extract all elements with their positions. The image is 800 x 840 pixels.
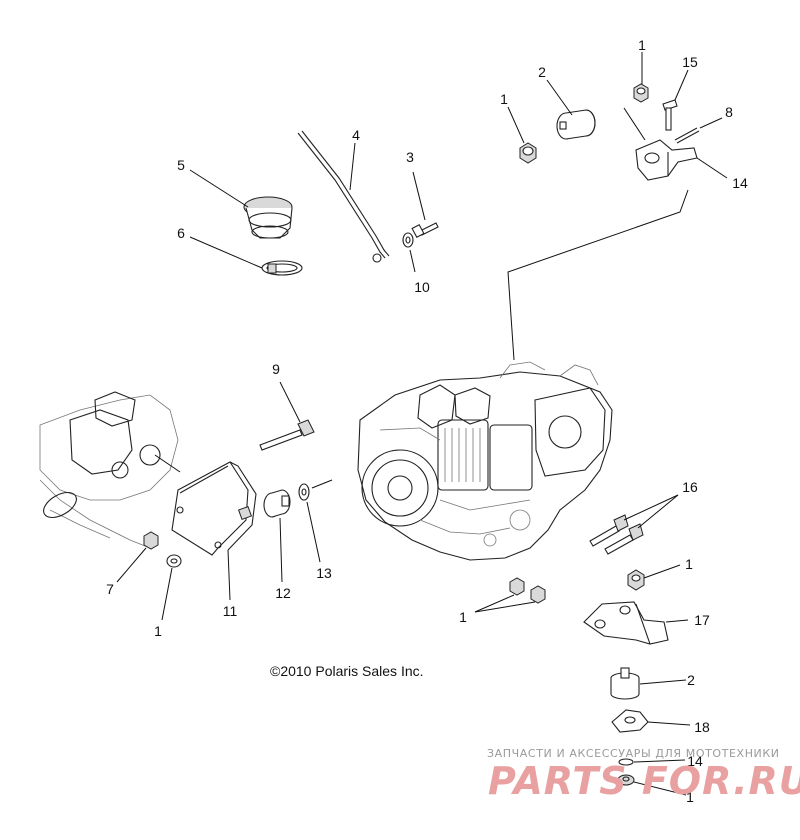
callout-1-bottom: 1 <box>686 789 694 805</box>
watermark-logo: PARTS FOR.RU <box>488 759 800 803</box>
callout-11: 11 <box>223 603 238 619</box>
leader-16b <box>637 494 679 529</box>
callout-4: 4 <box>352 127 360 143</box>
leader-14a <box>696 157 728 179</box>
engine-assembly <box>357 361 613 561</box>
part-2-mount-bottom <box>610 667 640 700</box>
callout-3: 3 <box>406 149 414 165</box>
leader-1d <box>161 567 173 621</box>
leader-15 <box>674 69 689 101</box>
leader-13 <box>306 501 321 563</box>
part-1-nut-top-left <box>519 142 537 164</box>
leader-7 <box>116 547 147 583</box>
part-11-bracket <box>171 461 257 556</box>
leader-1a <box>507 106 525 144</box>
leader-14a-line <box>623 107 646 141</box>
callout-8: 8 <box>725 104 733 120</box>
part-1-washer-bottom <box>617 774 635 786</box>
part-7-nut <box>143 531 159 550</box>
leader-2a <box>546 79 573 116</box>
callout-2-top: 2 <box>538 64 546 80</box>
leader-1c <box>643 564 681 579</box>
leader-1f <box>633 781 687 796</box>
watermark: ЗАПЧАСТИ И АКСЕССУАРЫ ДЛЯ МОТОТЕХНИКИ PA… <box>487 747 800 803</box>
part-5-boot <box>243 196 293 239</box>
callout-9: 9 <box>272 361 280 377</box>
callout-17: 17 <box>694 612 710 628</box>
part-1-nut-top-right <box>633 83 649 103</box>
leader-11 <box>227 549 231 601</box>
leader-18 <box>647 721 691 726</box>
callout-1-center: 1 <box>459 609 467 625</box>
part-8-pin <box>674 127 700 144</box>
part-2-mount-top <box>556 109 596 140</box>
part-18-bracket <box>611 709 649 733</box>
leader-14b <box>633 759 686 763</box>
part-16-bolts <box>589 514 644 555</box>
callout-1-right: 1 <box>685 556 693 572</box>
leader-3 <box>412 171 426 221</box>
callout-1-left: 1 <box>154 623 162 639</box>
part-1-nuts-pair <box>509 577 546 604</box>
part-17-bracket <box>583 601 669 645</box>
callout-14-top: 14 <box>732 175 748 191</box>
leader-bracket-to-engine <box>507 189 689 361</box>
part-14-bracket-top <box>635 139 698 181</box>
part-12-mount <box>263 489 291 518</box>
part-3-bolt <box>411 222 439 239</box>
leader-10 <box>409 249 416 273</box>
leader-12 <box>279 517 283 583</box>
callout-5: 5 <box>177 157 185 173</box>
leader-4 <box>349 142 356 191</box>
callout-6: 6 <box>177 225 185 241</box>
part-1-washer-left <box>166 554 182 568</box>
callout-13: 13 <box>316 565 332 581</box>
part-15-bolt <box>662 99 678 131</box>
callout-18: 18 <box>694 719 710 735</box>
part-1-nut-right <box>627 569 645 591</box>
leader-1e-a <box>474 594 515 613</box>
leader-6 <box>189 236 263 269</box>
part-4-rod <box>297 130 390 263</box>
callout-10: 10 <box>414 279 430 295</box>
part-6-clamp <box>261 260 303 276</box>
callout-2-bottom: 2 <box>687 672 695 688</box>
frame-section <box>39 391 181 549</box>
callout-12: 12 <box>275 585 291 601</box>
copyright-text: ©2010 Polaris Sales Inc. <box>270 663 424 679</box>
callout-14-bottom: 14 <box>687 753 703 769</box>
leader-8 <box>699 117 723 129</box>
callout-16: 16 <box>682 479 698 495</box>
leader-17 <box>665 619 689 623</box>
leader-16a <box>623 494 679 521</box>
part-14-bracket-bottom <box>618 758 634 766</box>
leader-1e-b <box>474 601 536 613</box>
watermark-tagline: ЗАПЧАСТИ И АКСЕССУАРЫ ДЛЯ МОТОТЕХНИКИ <box>487 747 780 760</box>
callout-15: 15 <box>682 54 698 70</box>
part-10-washer <box>402 232 414 248</box>
part-9-bolt <box>259 419 315 451</box>
part-13-washer <box>298 479 333 501</box>
callout-1-top-left: 1 <box>500 91 508 107</box>
leader-5 <box>189 169 249 208</box>
callout-1-top-right: 1 <box>638 37 646 53</box>
leader-2b <box>639 679 687 685</box>
leader-9 <box>279 381 301 423</box>
callout-7: 7 <box>106 581 114 597</box>
